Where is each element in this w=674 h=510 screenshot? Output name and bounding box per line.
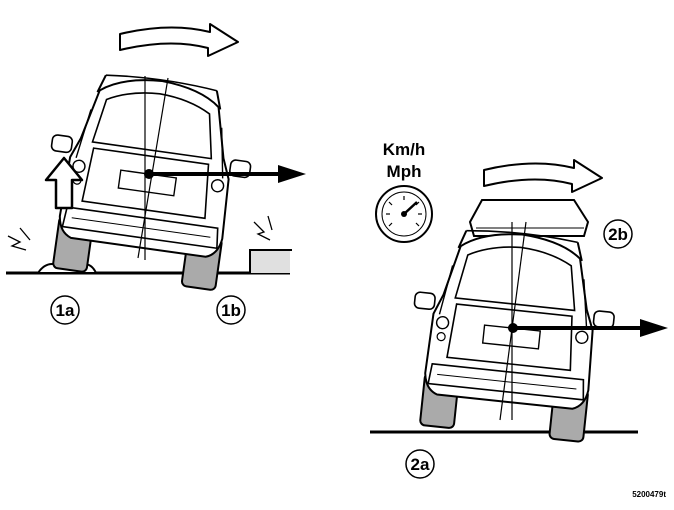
- roof-cargo-box: [468, 199, 590, 237]
- label-1b: 1b: [221, 301, 241, 320]
- speedometer-icon: [375, 185, 433, 243]
- impact-marks-right: [253, 215, 273, 241]
- speed-unit-mph: Mph: [387, 162, 422, 181]
- label-circle-1a: [50, 295, 80, 325]
- up-arrow-icon: [44, 156, 84, 210]
- label-2b: 2b: [608, 225, 628, 244]
- roll-arrow-icon-2: [483, 159, 603, 193]
- panel-2: Km/h Mph 2b 2a: [370, 140, 668, 479]
- lateral-force-arrowhead-2: [640, 319, 668, 337]
- lateral-force-arrowhead-1: [278, 165, 306, 183]
- panel-1: 1a 1b: [6, 23, 306, 325]
- document-code: 5200479t: [632, 490, 666, 499]
- roll-arrow-icon-1: [119, 23, 239, 57]
- label-circle-2a: [405, 449, 435, 479]
- dip-shading: [250, 250, 290, 273]
- speed-unit-kmh: Km/h: [383, 140, 426, 159]
- label-1a: 1a: [56, 301, 75, 320]
- label-2a: 2a: [411, 455, 430, 474]
- label-circle-1b: [216, 295, 246, 325]
- label-circle-2b: [603, 219, 633, 249]
- impact-marks-left: [7, 227, 31, 251]
